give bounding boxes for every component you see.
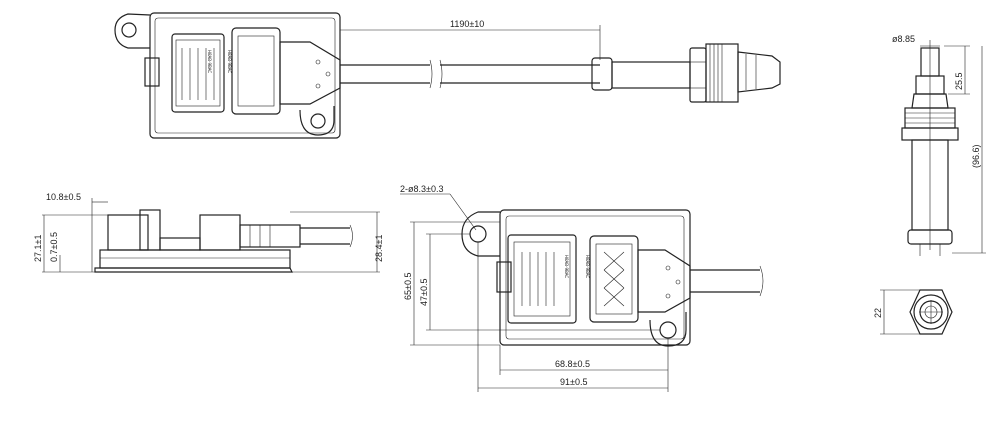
front-mount-hole-2 [659,321,677,339]
probe-end-view: 22 [873,289,953,335]
top-latch [144,57,160,87]
top-connector-label-2: H8AB-9BAC [227,50,232,73]
top-connector-right [231,27,281,115]
top-probe-body [611,61,691,89]
dim-outer-height: 65±0.5 [403,273,413,300]
probe-crimp [907,229,953,245]
top-connector-label-1: H8AB-9BAC [207,50,212,73]
front-connector-label-1: H8AB-9BAC [564,255,569,278]
top-view: H8AB-9BAC H8AB-9BAC 1190±10 [114,12,781,139]
front-connector-left [507,234,577,324]
module-front-view: H8AB-9BAC H8AB-9BAC 2-ø8.3±0.3 65±0.5 47… [400,184,764,392]
front-mount-hole-1 [469,225,487,243]
dim-outer-width: 91±0.5 [560,377,587,387]
dim-inner-height: 47±0.5 [419,279,429,306]
dim-tip-length: 25.5 [954,72,964,90]
front-flange [637,249,691,313]
dim-side-total: 28.4±1 [374,235,384,262]
front-connector-label-2: H8AB-9BAC [585,255,590,278]
front-latch [496,261,512,293]
dim-probe-length: (96.6) [971,144,981,168]
side-connector-2 [199,214,241,251]
dim-side-width: 10.8±0.5 [46,192,81,202]
top-connector-left [171,33,225,113]
hex-outline [909,289,953,335]
dim-inner-width: 68.8±0.5 [555,359,590,369]
dim-side-height: 27.1±1 [33,235,43,262]
module-side-view: 10.8±0.5 27.1±1 0.7±0.5 28.4±1 [33,192,384,273]
top-probe-tip [737,51,781,93]
dim-hex-size: 22 [873,308,883,318]
top-hex [689,47,707,103]
dim-cable-length: 1190±10 [450,19,484,29]
dim-hole-callout: 2-ø8.3±0.3 [400,184,443,194]
side-base [99,249,291,269]
top-flange [279,41,341,105]
top-mount-hole-2 [310,113,326,129]
side-connector-1 [107,214,149,251]
top-sleeve [591,57,613,91]
top-mount-hole [121,22,137,38]
dim-side-base: 0.7±0.5 [49,232,59,262]
probe-side-view: ø8.85 25.5 (96.6) [892,34,986,256]
dim-tip-diameter: ø8.85 [892,34,915,44]
